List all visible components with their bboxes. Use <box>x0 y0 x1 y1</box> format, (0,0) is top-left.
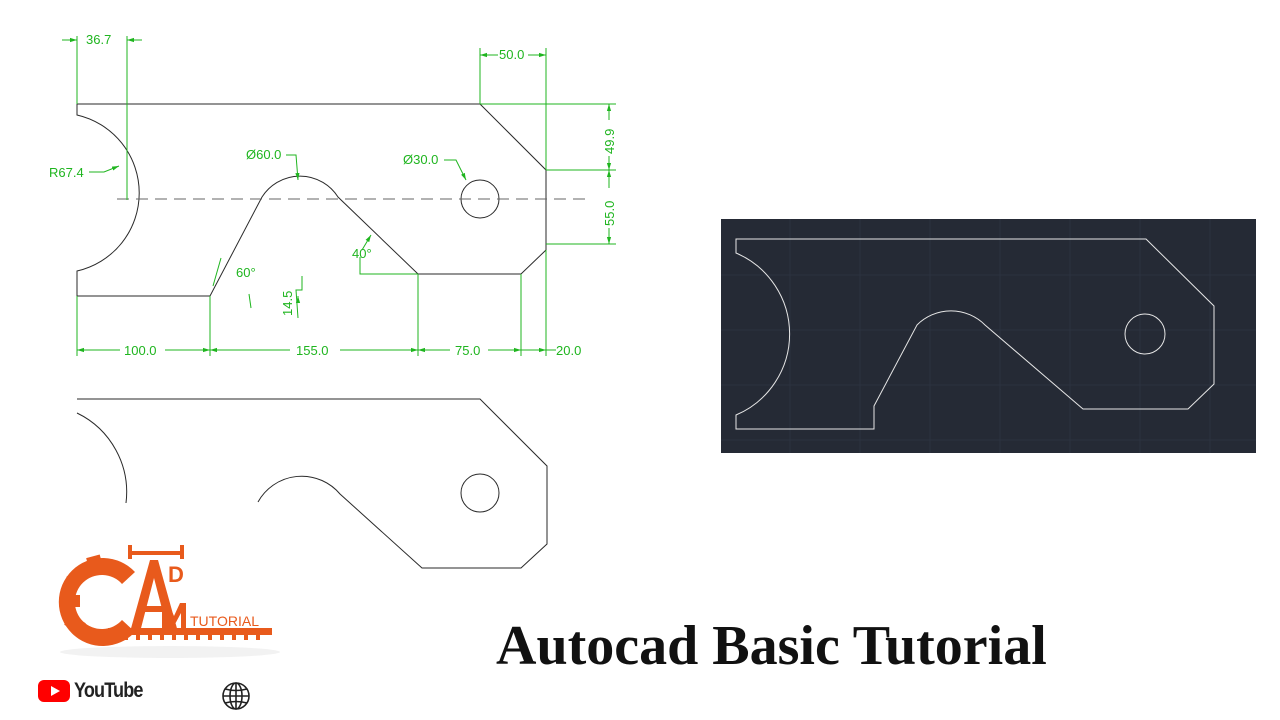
viewport-part-outline <box>735 238 1215 430</box>
dim-text-50-0: 50.0 <box>499 47 524 62</box>
dim-text-155-0: 155.0 <box>296 343 329 358</box>
dim-text-36-7: 36.7 <box>86 32 111 47</box>
dimensioned-drawing: 36.7 50.0 R67.4 Ø60.0 Ø30.0 49.9 55.0 60… <box>49 32 617 358</box>
dim-text-55-0: 55.0 <box>602 201 617 226</box>
youtube-label: YouTube <box>74 679 143 702</box>
cad-viewport[interactable] <box>721 219 1256 453</box>
dim-text-14-5: 14.5 <box>280 291 295 316</box>
youtube-play-icon <box>38 680 70 702</box>
dim-text-hole-diameter: Ø30.0 <box>403 152 438 167</box>
dim-text-arc-diameter: Ø60.0 <box>246 147 281 162</box>
dim-text-40-deg: 40° <box>352 246 372 261</box>
viewport-hole-circle <box>1124 313 1166 355</box>
dim-text-60-deg: 60° <box>236 265 256 280</box>
dim-text-100-0: 100.0 <box>124 343 157 358</box>
globe-icon[interactable] <box>221 681 251 711</box>
partial-drawing <box>76 398 548 569</box>
cadm-tutorial-logo: D TUTORIAL <box>58 545 280 658</box>
logo-letter-d: D <box>168 562 184 587</box>
dim-text-49-9: 49.9 <box>602 129 617 154</box>
dim-text-75-0: 75.0 <box>455 343 480 358</box>
part-outline <box>76 103 547 297</box>
dim-text-20-0: 20.0 <box>556 343 581 358</box>
dim-text-radius: R67.4 <box>49 165 84 180</box>
youtube-link[interactable]: YouTube <box>38 679 154 703</box>
logo-tutorial-text: TUTORIAL <box>190 613 259 629</box>
page-title: Autocad Basic Tutorial <box>496 615 1047 677</box>
